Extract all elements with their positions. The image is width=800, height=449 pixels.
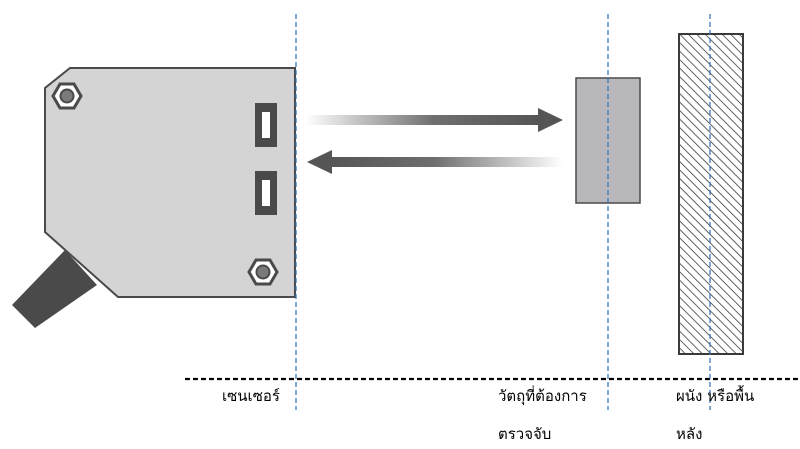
emitter-window bbox=[255, 103, 277, 147]
receiver-window bbox=[255, 171, 277, 215]
background-wall bbox=[678, 33, 744, 355]
target-label-line1: วัตถุที่ต้องการ bbox=[498, 387, 587, 405]
sensor-body bbox=[44, 67, 296, 298]
hex-nut-icon bbox=[247, 258, 279, 286]
hex-nut-icon bbox=[51, 82, 83, 110]
sensor-cable bbox=[12, 250, 97, 328]
target-label-line2: ตรวจจับ bbox=[498, 425, 552, 443]
background-label-line2: หลัง bbox=[676, 425, 703, 443]
sensor-label: เซนเซอร์ bbox=[222, 387, 280, 405]
background-label-line1: ผนัง หรือพื้น bbox=[676, 387, 755, 405]
emitted-light-arrow bbox=[305, 108, 563, 132]
reflected-light-arrow bbox=[307, 150, 562, 174]
